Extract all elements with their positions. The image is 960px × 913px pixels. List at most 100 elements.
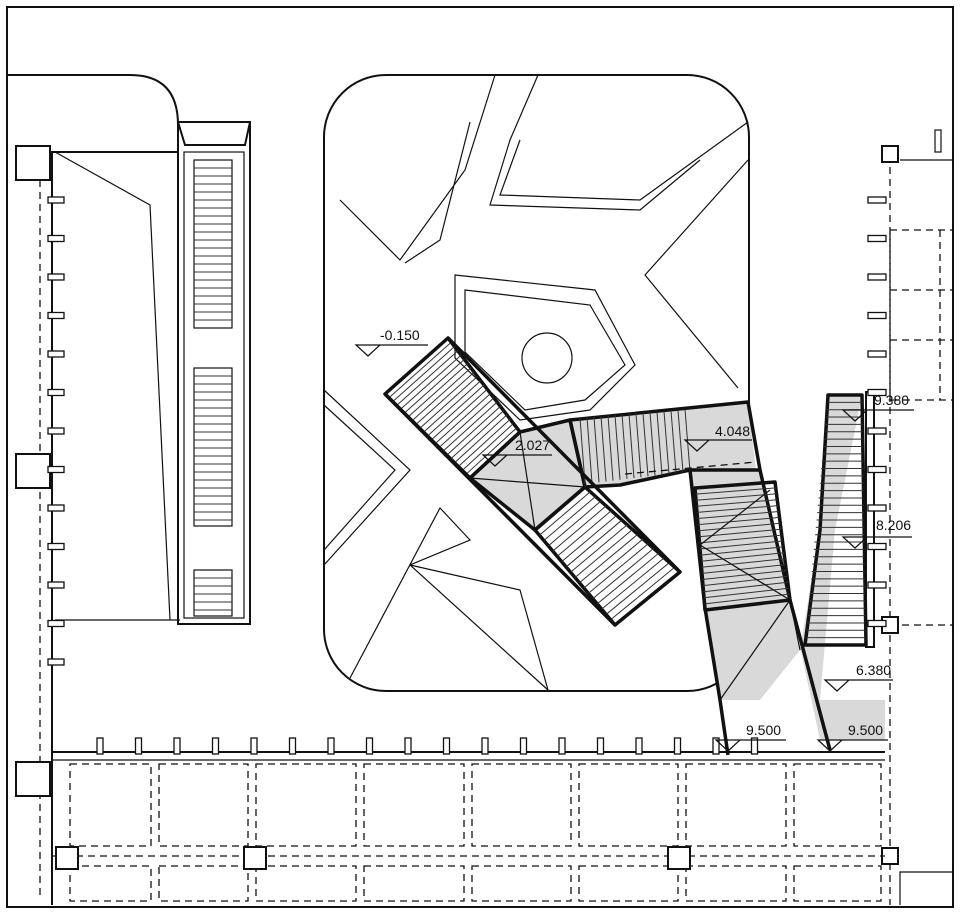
column [15, 453, 51, 489]
deck-bay [158, 865, 249, 902]
stair-flight-1-treads [388, 341, 518, 475]
deck-post [481, 737, 489, 755]
stair-tread [703, 581, 788, 593]
stair-tread [403, 358, 465, 414]
mullion [867, 504, 887, 512]
level-marks: -0.150 2.027 4.048 9.380 8.206 6.380 9.5… [354, 327, 914, 752]
stair-tread [649, 412, 656, 476]
stair-tread [596, 552, 660, 605]
stair-tread [704, 593, 790, 605]
stair-tread [701, 564, 786, 574]
deck-post [365, 737, 374, 755]
deck-bay [793, 763, 882, 847]
left-wall-mullions [47, 196, 65, 666]
level-text-landing-1: 2.027 [515, 437, 550, 453]
stair-tread [699, 540, 783, 550]
stair-tread [438, 397, 495, 448]
mullion [47, 504, 65, 512]
deck-post [134, 737, 143, 755]
stair-tread [427, 384, 485, 437]
deck-bay [578, 865, 679, 902]
deck-post [750, 737, 759, 755]
mullion [867, 465, 887, 474]
stair-tread [614, 415, 621, 480]
level-mark-plaza: -0.150 [354, 327, 428, 357]
deck-bay [793, 865, 882, 902]
deck-bay [255, 865, 357, 902]
deck-post [673, 737, 682, 755]
left-building [6, 74, 251, 905]
level-mark-stair-top: 9.380 [841, 392, 914, 422]
drawing-frame [6, 6, 954, 908]
mullion [867, 311, 887, 320]
deck-post [712, 737, 720, 755]
stair-tread [465, 427, 518, 475]
right-building [867, 129, 954, 905]
stair-tread [415, 371, 475, 425]
stair-tread [696, 505, 779, 513]
stair-tread [642, 412, 649, 477]
deck-bay [685, 865, 787, 902]
stair-tread [446, 405, 501, 456]
stair-tread [411, 367, 472, 422]
stair-tread [570, 524, 628, 573]
fountain-circle [521, 332, 573, 384]
stair-tread [601, 557, 665, 610]
level-text-plaza: -0.150 [380, 327, 420, 343]
stair-tread [700, 552, 785, 562]
mullion [47, 196, 65, 204]
deck-post [442, 737, 451, 755]
level-text-ramp: 6.380 [856, 662, 891, 678]
stair-flight-2-treads [539, 491, 676, 621]
stair-tread [605, 562, 670, 615]
stair-tread [593, 416, 600, 483]
stair-tread [543, 496, 596, 541]
deck-post [250, 737, 258, 755]
level-mark-landing-1: 2.027 [481, 437, 552, 467]
stair-tread [450, 410, 504, 460]
stair-tread [610, 566, 676, 621]
stair-tread [699, 534, 782, 544]
deck-bay [471, 763, 572, 847]
stair-tread [670, 410, 677, 474]
stair-tread [628, 414, 635, 479]
left-stair-treads [194, 167, 232, 611]
stair-tread [458, 418, 511, 467]
stair-tread [698, 522, 781, 532]
mullion [867, 542, 887, 551]
stair-tread [579, 533, 639, 584]
stair-tread [431, 388, 488, 441]
deck-post [596, 737, 605, 755]
stair-tread [663, 411, 670, 474]
mullion [47, 388, 65, 397]
stair-tread [702, 575, 788, 587]
deck-post [558, 737, 566, 755]
level-text-deck-left: 9.500 [746, 722, 781, 738]
stair-tread [702, 570, 787, 580]
level-mark-landing-2: 4.048 [683, 423, 752, 452]
level-mark-ramp: 6.380 [823, 662, 893, 692]
stair-tread [600, 416, 607, 482]
stair-tread [635, 413, 642, 478]
stair-tread [407, 363, 468, 418]
stair-tread [434, 393, 491, 445]
deck-edge-posts [96, 737, 759, 755]
mullion [867, 273, 887, 281]
level-text-deck-right: 9.500 [848, 722, 883, 738]
stair-tread [574, 529, 633, 578]
stair-tread [592, 548, 654, 599]
column [15, 761, 51, 797]
deck-post [96, 737, 104, 755]
mullion [867, 581, 887, 589]
stair-tread [392, 346, 455, 403]
stair-tread [588, 543, 649, 594]
mullion [47, 619, 65, 628]
mullion [47, 234, 65, 243]
stair-tread [607, 415, 614, 481]
deck-bay [363, 763, 465, 847]
stair-tread [461, 423, 514, 471]
stair-flight-3-treads [579, 409, 691, 485]
mullion [47, 350, 65, 358]
deck-post [635, 737, 643, 755]
deck-bay [685, 763, 787, 847]
